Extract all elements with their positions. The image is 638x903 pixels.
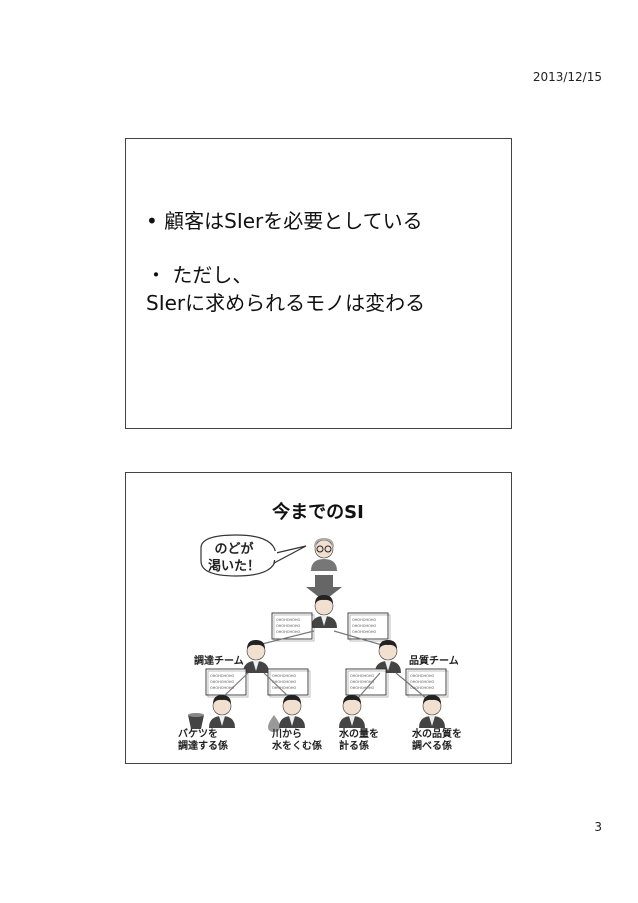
document-icon: OHOHOHOHO OHOHOHOHO OHOHOHOHO (345, 668, 389, 698)
slide-1: • 顧客はSIerを必要としている ・ ただし、 SIerに求められるモノは変わ… (125, 138, 512, 429)
svg-text:OHOHOHOHO: OHOHOHOHO (210, 674, 235, 678)
arrow-down-icon (306, 575, 342, 601)
worker-1-icon (208, 694, 236, 729)
svg-text:OHOHOHOHO: OHOHOHOHO (272, 680, 297, 684)
water-drop-icon (268, 715, 280, 732)
role-1-line-1: バケツを (178, 728, 218, 740)
document-icon: OHOHOHOHO OHOHOHOHO OHOHOHOHO (271, 612, 315, 642)
bullet-however: ・ ただし、 (146, 263, 253, 287)
document-icon: OHOHOHOHO OHOHOHOHO OHOHOHOHO (405, 668, 449, 698)
svg-text:OHOHOHOHO: OHOHOHOHO (272, 674, 297, 678)
worker-3-icon (338, 694, 366, 729)
svg-text:OHOHOHOHO: OHOHOHOHO (276, 624, 301, 628)
svg-text:OHOHOHOHO: OHOHOHOHO (350, 680, 375, 684)
role-4-line-1: 水の品質を (411, 727, 462, 740)
team-right-lead-icon (374, 639, 402, 674)
si-diagram: 今までのSI のどが 渇いた！ OHOHOHOHO OHOHOHOHO (178, 501, 462, 752)
svg-text:OHOHOHOHO: OHOHOHOHO (350, 686, 375, 690)
date-header: 2013/12/15 (532, 70, 602, 84)
svg-text:OHOHOHOHO: OHOHOHOHO (352, 630, 377, 634)
team-left-lead-icon (242, 639, 270, 674)
role-4-line-2: 調べる係 (412, 739, 452, 752)
document-icon: OHOHOHOHO OHOHOHOHO OHOHOHOHO (347, 612, 391, 642)
svg-text:OHOHOHOHO: OHOHOHOHO (352, 618, 377, 622)
worker-4-icon (418, 694, 446, 729)
svg-text:OHOHOHOHO: OHOHOHOHO (350, 674, 375, 678)
manager-person-icon (310, 594, 338, 629)
bullet-customer-needs-sier: • 顧客はSIerを必要としている (146, 209, 423, 233)
page-number: 3 (594, 820, 602, 834)
svg-text:OHOHOHOHO: OHOHOHOHO (352, 624, 377, 628)
speech-bubble: のどが 渇いた！ (200, 534, 307, 577)
role-2-line-2: 水をくむ係 (271, 739, 322, 752)
role-2-line-1: 川から (271, 728, 302, 740)
customer-icon (311, 537, 337, 571)
document-icon: OHOHOHOHO OHOHOHOHO OHOHOHOHO (205, 668, 249, 698)
svg-text:OHOHOHOHO: OHOHOHOHO (410, 674, 435, 678)
bucket-icon (188, 713, 204, 729)
team-right-label: 品質チーム (409, 654, 459, 667)
svg-text:OHOHOHOHO: OHOHOHOHO (276, 630, 301, 634)
slide-2: 今までのSI のどが 渇いた！ OHOHOHOHO OHOHOHOHO (125, 472, 512, 764)
speech-line-2: 渇いた！ (208, 558, 260, 574)
svg-text:OHOHOHOHO: OHOHOHOHO (210, 686, 235, 690)
speech-line-1: のどが (214, 541, 253, 557)
svg-text:OHOHOHOHO: OHOHOHOHO (272, 686, 297, 690)
svg-text:OHOHOHOHO: OHOHOHOHO (210, 680, 235, 684)
bullet-requirements-change: SIerに求められるモノは変わる (146, 291, 426, 315)
svg-text:OHOHOHOHO: OHOHOHOHO (410, 680, 435, 684)
team-left-label: 調達チーム (194, 654, 244, 667)
svg-text:OHOHOHOHO: OHOHOHOHO (276, 618, 301, 622)
role-1-line-2: 調達する係 (178, 739, 228, 752)
document-icon: OHOHOHOHO OHOHOHOHO OHOHOHOHO (267, 668, 311, 698)
role-3-line-1: 水の量を (338, 727, 379, 740)
role-3-line-2: 計る係 (339, 739, 369, 752)
svg-text:OHOHOHOHO: OHOHOHOHO (410, 686, 435, 690)
worker-2-icon (278, 694, 306, 729)
diagram-title: 今までのSI (272, 501, 364, 523)
